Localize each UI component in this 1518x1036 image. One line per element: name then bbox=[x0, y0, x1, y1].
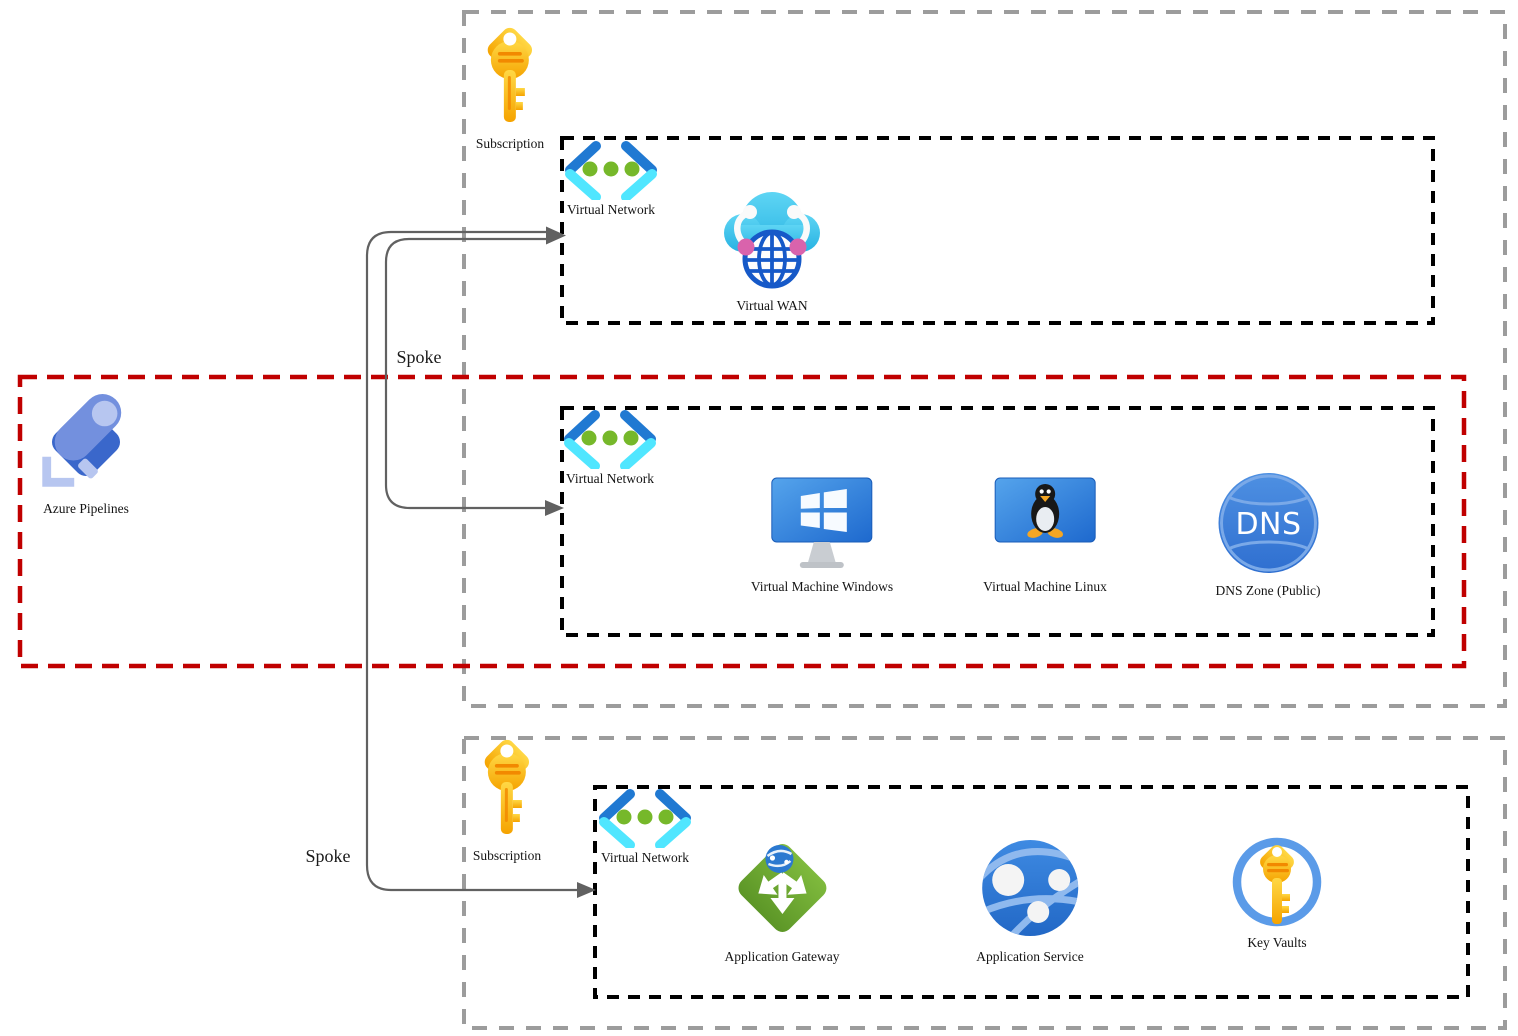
azure-pipelines-icon bbox=[42, 394, 122, 487]
virtual-network-app-label: Virtual Network bbox=[600, 850, 690, 865]
node-app-service[interactable]: Application Service bbox=[976, 836, 1084, 965]
virtual-network-wan-label: Virtual Network bbox=[566, 202, 656, 217]
subscription-top-box[interactable] bbox=[462, 10, 1507, 708]
vm-linux-label: Virtual Machine Linux bbox=[983, 579, 1107, 594]
node-vm-linux[interactable]: Virtual Machine Linux bbox=[983, 476, 1107, 595]
arrowhead-middle bbox=[545, 500, 564, 516]
virtual-network-icon bbox=[599, 789, 691, 848]
wan-vnet-box[interactable] bbox=[560, 136, 1435, 325]
subscription-key-icon bbox=[487, 27, 533, 122]
vm-windows-label: Virtual Machine Windows bbox=[750, 579, 894, 594]
azure-pipelines-label: Azure Pipelines bbox=[43, 501, 129, 516]
virtual-network-workload-label: Virtual Network bbox=[565, 471, 655, 486]
arrowhead-bottom bbox=[577, 882, 596, 898]
spoke-label-top: Spoke bbox=[396, 347, 442, 367]
node-virtual-network-app[interactable]: Virtual Network bbox=[597, 788, 693, 866]
application-service-icon bbox=[982, 840, 1078, 936]
node-virtual-network-workload[interactable]: Virtual Network bbox=[562, 409, 658, 487]
node-virtual-wan[interactable]: Virtual WAN bbox=[720, 183, 824, 314]
dns-zone-icon: DNS bbox=[1218, 473, 1318, 573]
app-service-label: Application Service bbox=[976, 949, 1084, 964]
app-gateway-label: Application Gateway bbox=[724, 949, 840, 964]
subscription-key-icon bbox=[484, 739, 530, 834]
subscription-bottom-box[interactable] bbox=[462, 736, 1507, 1030]
node-subscription-bottom[interactable]: Subscription bbox=[473, 738, 541, 864]
virtual-wan-icon bbox=[724, 192, 820, 289]
workload-vnet-box[interactable] bbox=[560, 406, 1435, 637]
node-dns-zone[interactable]: DNS DNS Zone (Public) bbox=[1216, 471, 1321, 599]
spoke-label-bottom: Spoke bbox=[305, 846, 351, 866]
spoke-arrow-outer[interactable] bbox=[365, 230, 579, 892]
key-vaults-label: Key Vaults bbox=[1247, 935, 1307, 950]
node-subscription-top[interactable]: Subscription bbox=[476, 26, 544, 152]
dns-icon-text: DNS bbox=[1235, 507, 1301, 542]
node-vm-windows[interactable]: Virtual Machine Windows bbox=[751, 476, 893, 595]
key-vaults-icon bbox=[1232, 837, 1322, 927]
node-virtual-network-wan[interactable]: Virtual Network bbox=[563, 140, 659, 218]
dns-zone-label: DNS Zone (Public) bbox=[1215, 583, 1321, 598]
virtual-network-icon bbox=[565, 141, 657, 200]
virtual-wan-label: Virtual WAN bbox=[736, 298, 808, 313]
subscription-top-label: Subscription bbox=[475, 136, 545, 151]
hub-box[interactable] bbox=[17, 374, 1467, 669]
spoke-arrow-inner[interactable] bbox=[384, 237, 549, 510]
vm-linux-icon bbox=[994, 477, 1096, 543]
subscription-bottom-label: Subscription bbox=[472, 848, 542, 863]
virtual-network-icon bbox=[564, 410, 656, 469]
vm-windows-icon bbox=[771, 477, 873, 568]
app-vnet-box[interactable] bbox=[593, 785, 1470, 999]
node-key-vaults[interactable]: Key Vaults bbox=[1229, 836, 1325, 951]
node-app-gateway[interactable]: Application Gateway bbox=[724, 834, 840, 965]
application-gateway-icon bbox=[738, 844, 826, 932]
arrowhead-top bbox=[546, 226, 566, 245]
node-azure-pipelines[interactable]: Azure Pipelines bbox=[36, 388, 136, 517]
